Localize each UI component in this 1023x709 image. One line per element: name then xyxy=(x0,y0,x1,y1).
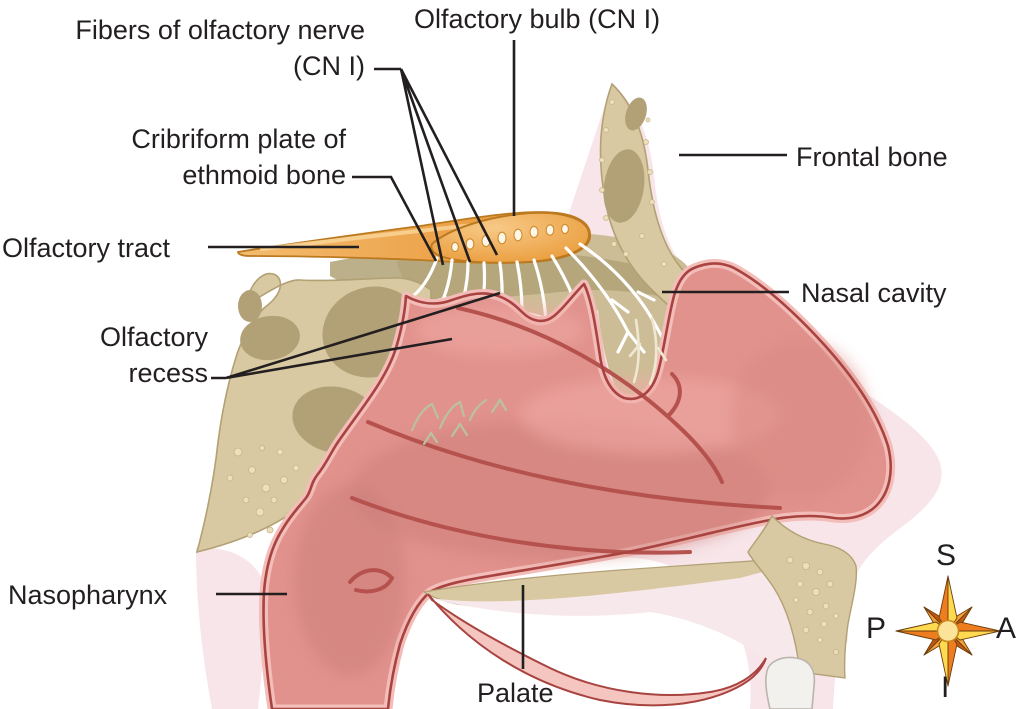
label-line: Cribriform plate of xyxy=(131,124,346,154)
label-palate: Palate xyxy=(477,675,554,709)
tooth xyxy=(765,656,816,709)
label-cribriform-plate: Cribriform plate of ethmoid bone xyxy=(78,121,346,193)
label-line: Nasal cavity xyxy=(801,278,947,308)
recess-fibers xyxy=(628,316,668,386)
compass-center xyxy=(936,619,960,643)
label-line: Palate xyxy=(477,678,554,708)
leader-recess xyxy=(211,291,501,380)
label-line: Nasopharynx xyxy=(8,580,168,610)
compass-label-inferior: I xyxy=(941,671,950,704)
label-line: Fibers of olfactory nerve xyxy=(75,15,365,45)
frontal-sinuses xyxy=(603,97,647,223)
leader-cribriform xyxy=(352,175,438,262)
soft-palate xyxy=(427,593,767,707)
label-olfactory-bulb: Olfactory bulb (CN I) xyxy=(414,1,660,37)
bone-spongy-texture xyxy=(226,445,307,538)
oral-cavity-region xyxy=(430,562,849,666)
label-line: Frontal bone xyxy=(796,142,948,172)
label-frontal-bone: Frontal bone xyxy=(796,139,948,175)
label-line: recess xyxy=(128,358,208,388)
label-line: (CN I) xyxy=(293,51,365,81)
label-line: Olfactory bulb (CN I) xyxy=(414,4,661,34)
label-line: Olfactory tract xyxy=(2,233,171,263)
nasal-cavity xyxy=(258,259,896,709)
mucosal-nerve-branches xyxy=(410,397,508,446)
label-olfactory-recess: Olfactory recess xyxy=(70,319,208,391)
compass-label-superior: S xyxy=(936,539,957,572)
compass-rose xyxy=(895,575,1001,687)
label-nasal-cavity: Nasal cavity xyxy=(801,275,947,311)
label-line: ethmoid bone xyxy=(182,160,346,190)
label-line: Olfactory xyxy=(99,322,208,352)
label-nasopharynx: Nasopharynx xyxy=(8,577,167,613)
leader-lines xyxy=(208,40,789,669)
conchae-folds xyxy=(348,306,782,594)
maxilla-spongy-texture xyxy=(786,556,839,655)
leader-fibers xyxy=(374,67,499,266)
mucosa-outline xyxy=(262,262,892,709)
label-fibers-of-olfactory-nerve: Fibers of olfactory nerve (CN I) xyxy=(8,12,365,84)
compass-label-posterior: P xyxy=(866,612,887,645)
label-olfactory-tract: Olfactory tract xyxy=(2,230,170,266)
compass-label-anterior: A xyxy=(996,612,1017,645)
maxilla-bone xyxy=(747,514,858,679)
